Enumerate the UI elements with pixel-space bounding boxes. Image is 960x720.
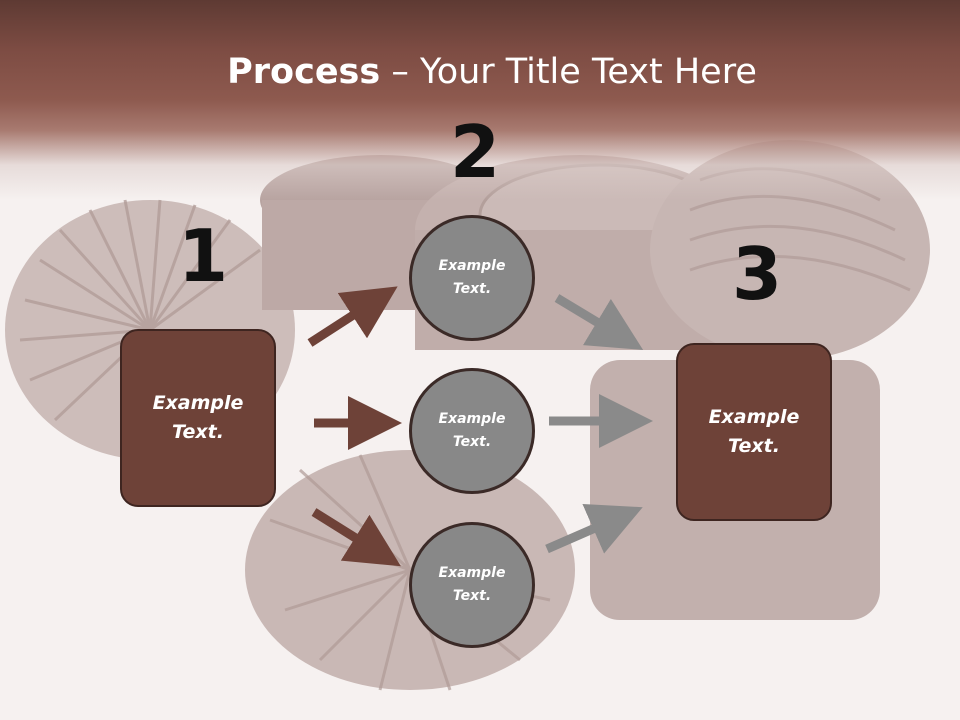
step-3-text: Example Text. xyxy=(708,406,800,457)
step-1-box: Example Text. xyxy=(120,329,276,507)
header-band xyxy=(0,0,960,200)
step-2-circle-bottom: Example Text. xyxy=(409,522,535,648)
slide-title: Process – Your Title Text Here xyxy=(0,52,960,92)
title-rest: – Your Title Text Here xyxy=(380,52,757,92)
step-3-box: Example Text. xyxy=(676,343,832,521)
title-bold: Process xyxy=(227,52,381,92)
step-2-circle-top-text: Example Text. xyxy=(438,258,506,297)
step-number-1: 1 xyxy=(178,214,229,298)
step-number-3: 3 xyxy=(732,232,783,316)
step-2-circle-top: Example Text. xyxy=(409,215,535,341)
step-number-2: 2 xyxy=(450,110,501,194)
step-2-circle-middle-text: Example Text. xyxy=(438,411,506,450)
step-1-text: Example Text. xyxy=(152,392,244,443)
step-2-circle-middle: Example Text. xyxy=(409,368,535,494)
step-2-circle-bottom-text: Example Text. xyxy=(438,565,506,604)
